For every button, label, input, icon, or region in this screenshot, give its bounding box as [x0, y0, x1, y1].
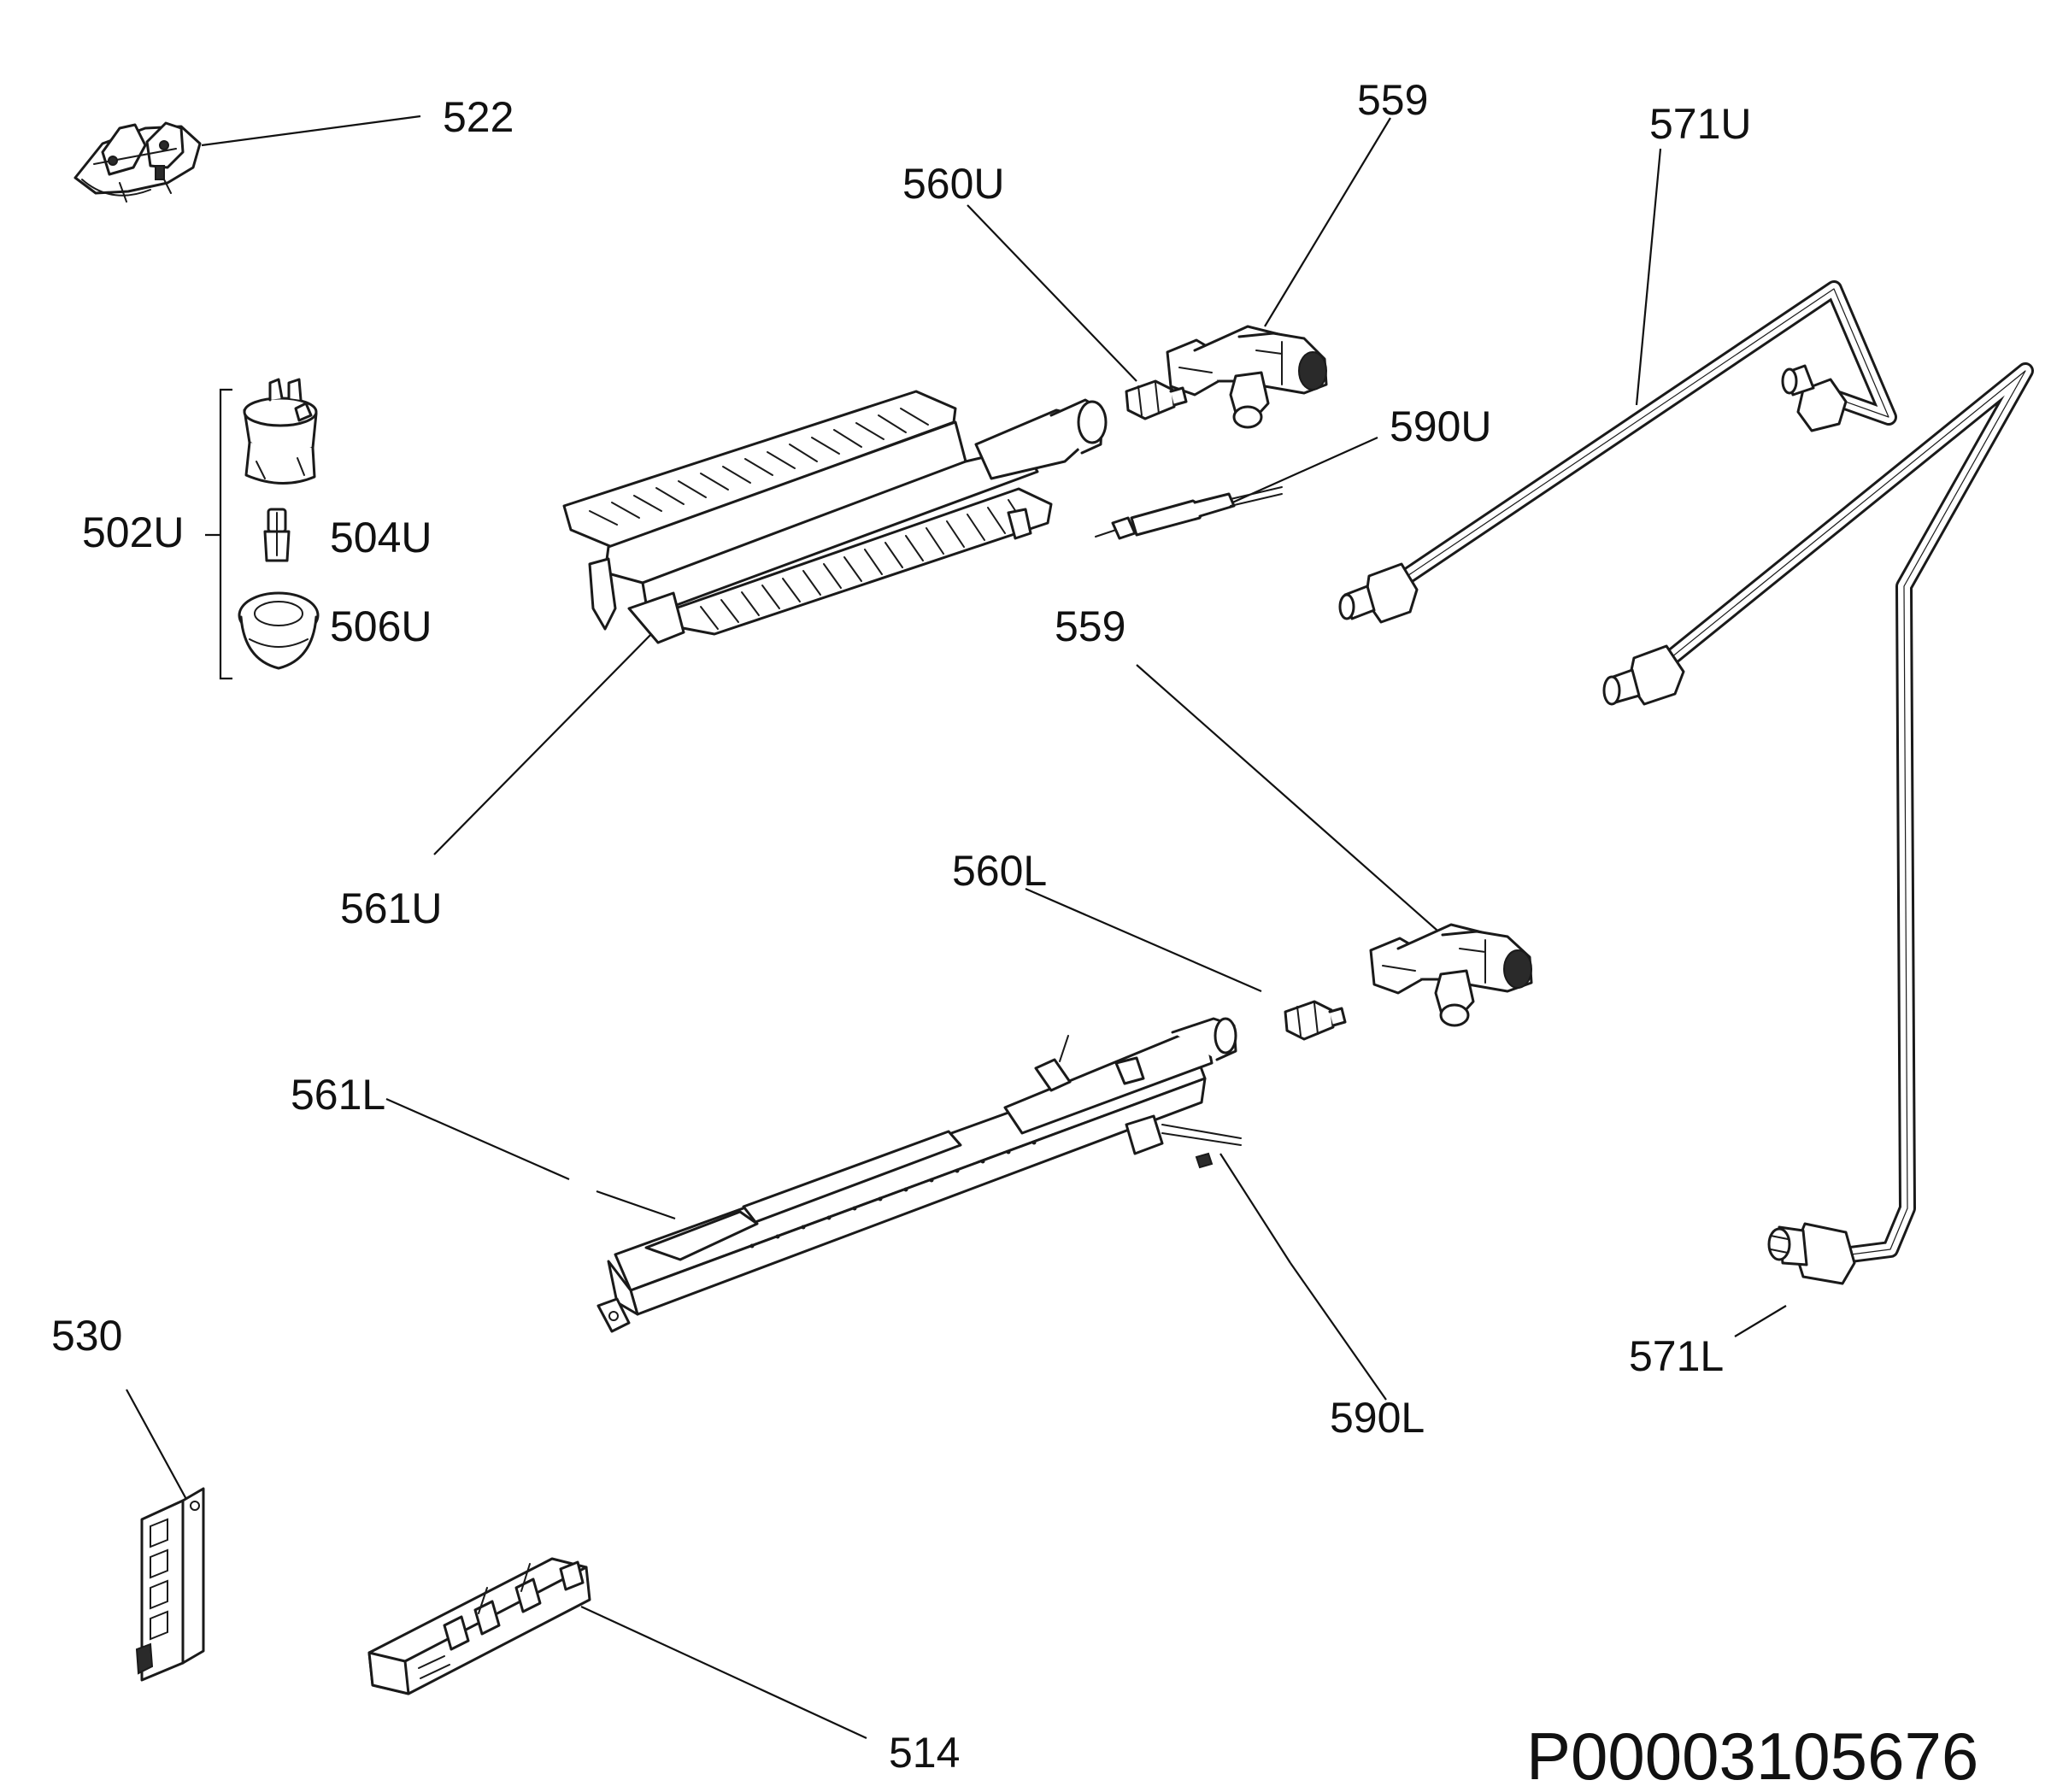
label-560U: 560U [902, 160, 1005, 208]
label-561U: 561U [340, 884, 443, 932]
label-530: 530 [51, 1312, 122, 1360]
label-561L: 561L [291, 1071, 385, 1119]
part-571U-upper-pipe [1338, 280, 1897, 624]
label-502U: 502U [82, 508, 185, 556]
label-559-lower: 559 [1055, 602, 1125, 650]
label-504U: 504U [330, 514, 432, 561]
label-522: 522 [443, 93, 514, 141]
part-514-spark-generator [367, 1557, 591, 1695]
part-590U-thermocouple [1095, 486, 1283, 540]
part-504U-spindle [263, 508, 291, 562]
part-522-clip [73, 121, 202, 203]
label-514: 514 [889, 1729, 960, 1777]
label-560L: 560L [952, 847, 1047, 895]
label-571U: 571U [1649, 100, 1752, 148]
label-590L: 590L [1330, 1394, 1425, 1442]
part-561U-upper-burner [562, 390, 1108, 644]
part-506U-button-cap [238, 591, 320, 670]
label-559-upper: 559 [1357, 76, 1428, 124]
part-559-upper-valve [1166, 325, 1328, 429]
part-560U-injector [1125, 379, 1188, 420]
document-id: P00003105676 [1526, 1719, 1978, 1792]
part-559-lower-valve [1369, 923, 1533, 1027]
part-530-terminal-block [135, 1487, 205, 1682]
part-502U-knob-body [243, 378, 318, 485]
label-571L: 571L [1629, 1332, 1724, 1380]
leader-lines [126, 115, 1787, 1739]
label-506U: 506U [330, 602, 432, 650]
part-560L-injector [1284, 1000, 1347, 1041]
part-561L-lower-burner [596, 1017, 1242, 1333]
part-labels: 522 559 571U 560U 590U 502U 504U 506U 55… [51, 76, 1978, 1792]
label-590U: 590U [1390, 402, 1492, 450]
part-571L-lower-pipe [1602, 362, 2034, 1285]
